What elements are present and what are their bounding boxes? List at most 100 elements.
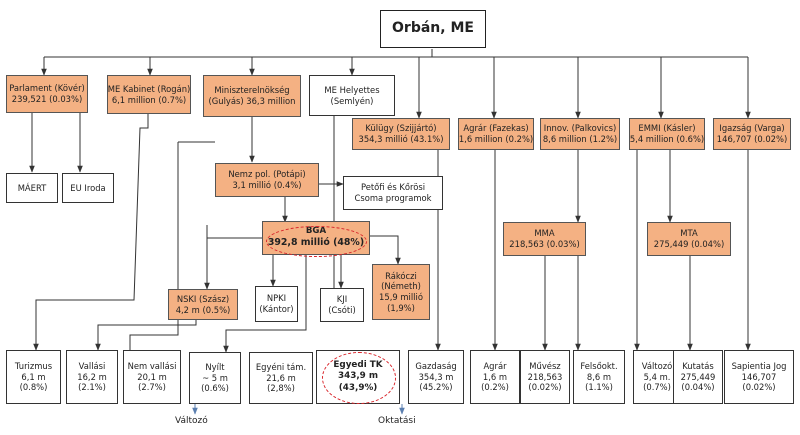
vallasi-share: (2.1%) [78, 382, 106, 393]
gazdasag-share: (45.2%) [419, 382, 453, 393]
kabinet-node: ME Kabinet (Rogán) 6,1 million (0.7%) [107, 75, 191, 114]
felsookt-value: 8,6 m [586, 371, 612, 382]
bga-highlight-ellipse [266, 226, 367, 257]
egyenitk-highlight-ellipse [322, 352, 396, 404]
egyenitam-value: 21,6 m [266, 372, 296, 383]
felsookt-node: Felsőokt. 8,6 m (1.1%) [573, 350, 625, 404]
agrar2-share: (0.2%) [481, 382, 509, 393]
nemzpol-value: 3,1 millió (0.4%) [232, 180, 302, 190]
agrar-node: Agrár (Fazekas) 1,6 million (0.2%) [458, 118, 534, 150]
petofi-value: Csoma programok [354, 193, 432, 203]
nyilt-title: Nyílt [205, 361, 225, 372]
igazsag-node: Igazság (Varga) 146,707 (0.02%) [713, 118, 791, 150]
nemvallasi-value: 20,1 m [137, 371, 167, 382]
kutatas-share: (0.04%) [681, 382, 715, 393]
npki-title: NPKI [266, 293, 287, 304]
kji-value: (Csóti) [328, 305, 356, 315]
gazdasag-value: 354,3 m [418, 371, 454, 382]
rakoczi-node: Rákóczi (Németh) 15,9 millió (1,9%) [372, 264, 430, 320]
kulugy-value: 354,3 millió (43.1%) [358, 134, 444, 144]
nemzpol-node: Nemz pol. (Potápi) 3,1 millió (0.4%) [215, 163, 319, 197]
emmi-title: EMMI (Kásler) [638, 123, 696, 134]
kabinet-title: ME Kabinet (Rogán) [107, 83, 191, 94]
kutatas-title: Kutatás [682, 360, 714, 371]
euiroda-node: EU Iroda [62, 173, 114, 203]
igazsag-title: Igazság (Varga) [719, 123, 785, 134]
kutatas-value: 275,449 [680, 371, 716, 382]
sapientia-share: (0.02%) [742, 382, 776, 393]
mma-value: 218,563 (0.03%) [509, 239, 580, 249]
emmi-value: 5,4 million (0.6%) [629, 134, 705, 144]
maert-node: MÁERT [6, 173, 58, 203]
turizmus-share: (0.8%) [19, 382, 48, 393]
nski-node: NSKI (Szász) 4,2 m (0.5%) [168, 289, 238, 320]
mta-value: 275,449 (0.04%) [653, 239, 725, 249]
nemvallasi-share: (2.7%) [138, 382, 166, 393]
valtozo-label: Változó [175, 416, 208, 426]
muvesz-value: 218,563 [527, 371, 563, 382]
sapientia-node: Sapientia Jog 146,707 (0.02%) [724, 350, 794, 404]
valtozo2-title: Változó [641, 360, 673, 371]
vallasi-value: 16,2 m [77, 371, 107, 382]
petofi-title: Petőfi és Kőrösi [360, 182, 426, 193]
muvesz-title: Művész [529, 360, 561, 371]
valtozo2-share: (0.7%) [643, 382, 671, 393]
rakoczi-value: 15,9 millió [379, 292, 423, 302]
parlament-node: Parlament (Kövér) 239,521 (0.03%) [6, 75, 88, 113]
euiroda-title: EU Iroda [70, 182, 106, 193]
oktatasi-label: Oktatási [378, 416, 416, 426]
felsookt-title: Felsőokt. [580, 360, 618, 371]
pm-node: Orbán, ME [380, 10, 486, 48]
rakoczi-title: Rákóczi [385, 270, 417, 281]
agrar2-value: 1,6 m [482, 371, 508, 382]
nemvallasi-node: Nem vallási 20,1 m (2.7%) [123, 350, 181, 404]
mma-title: MMA [534, 228, 555, 239]
valtozo2-value: 5,4 m. [643, 371, 671, 382]
nyilt-value: ~ 5 m [202, 372, 228, 383]
parlament-title: Parlament (Kövér) [9, 83, 85, 94]
nemvallasi-title: Nem vallási [127, 360, 177, 371]
npki-node: NPKI (Kántor) [255, 286, 298, 322]
vallasi-title: Vallási [78, 360, 106, 371]
muvesz-share: (0.02%) [528, 382, 562, 393]
agrar2-node: Agrár 1,6 m (0.2%) [470, 350, 520, 404]
kji-title: KJI [336, 294, 348, 305]
minisz-title: Miniszterelnökség [214, 85, 290, 96]
innov-title: Innov. (Palkovics) [543, 123, 617, 134]
egyenitam-title: Egyéni tám. [255, 361, 307, 372]
turizmus-value: 6,1 m [21, 371, 46, 382]
nski-value: 4,2 m (0.5%) [175, 304, 231, 315]
nemzpol-title: Nemz pol. (Potápi) [228, 169, 306, 180]
kulugy-node: Külügy (Szijjártó) 354,3 millió (43.1%) [352, 118, 450, 150]
innov-node: Innov. (Palkovics) 8,6 million (1.2%) [540, 118, 620, 150]
turizmus-node: Turizmus 6,1 m (0.8%) [6, 350, 61, 404]
nyilt-node: Nyílt ~ 5 m (0.6%) [189, 352, 241, 404]
nyilt-share: (0.6%) [201, 383, 229, 394]
mta-title: MTA [680, 228, 698, 239]
mta-node: MTA 275,449 (0.04%) [647, 222, 731, 256]
innov-value: 8,6 million (1.2%) [542, 134, 618, 144]
minisz-value: (Gulyás) 36,3 million [208, 96, 296, 106]
maert-title: MÁERT [17, 182, 47, 193]
turizmus-title: Turizmus [14, 360, 53, 371]
vallasi-node: Vallási 16,2 m (2.1%) [66, 350, 118, 404]
agrar2-title: Agrár [483, 360, 507, 371]
agrar-value: 1,6 million (0.2%) [458, 134, 534, 144]
gazdasag-node: Gazdaság 354,3 m (45.2%) [408, 350, 464, 404]
parlament-value: 239,521 (0.03%) [11, 94, 83, 104]
kabinet-value: 6,1 million (0.7%) [111, 94, 187, 105]
helyettes-value: (Semlyén) [330, 95, 374, 106]
egyenitam-share: (2,8%) [267, 383, 295, 394]
minisz-node: Miniszterelnökség (Gulyás) 36,3 million [203, 75, 301, 117]
agrar-title: Agrár (Fazekas) [463, 123, 529, 134]
petofi-node: Petőfi és Kőrösi Csoma programok [343, 176, 443, 210]
igazsag-value: 146,707 (0.02%) [716, 134, 788, 144]
felsookt-share: (1.1%) [585, 382, 613, 393]
sapientia-title: Sapientia Jog [731, 360, 787, 371]
muvesz-node: Művész 218,563 (0.02%) [520, 350, 570, 404]
kji-node: KJI (Csóti) [320, 288, 364, 322]
helyettes-node: ME Helyettes (Semlyén) [309, 75, 395, 116]
rakoczi-person: (Németh) [381, 281, 421, 292]
